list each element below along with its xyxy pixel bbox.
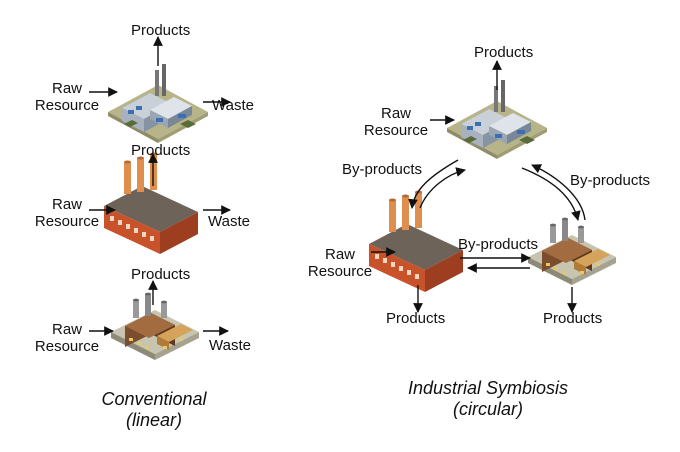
caption-line: Industrial Symbiosis: [407, 378, 569, 398]
conventional-products-2: Products: [131, 142, 191, 159]
conventional-waste-3: Waste: [209, 337, 251, 354]
resource-label: Resource: [34, 213, 100, 230]
symbiosis-top-products: Products: [474, 44, 534, 61]
resource-label: Resource: [363, 122, 429, 139]
byproducts-right-label: By-products: [570, 172, 651, 189]
raw-label: Raw: [324, 246, 355, 263]
raw-label: Raw: [380, 105, 411, 122]
byproducts-left-label: By-products: [342, 161, 423, 178]
conventional-raw-resource-2: Raw Resource: [32, 196, 102, 230]
conventional-raw-resource-1: Raw Resource: [32, 80, 102, 114]
conventional-plant-top: [108, 64, 208, 143]
resource-label: Resource: [307, 263, 373, 280]
conventional-refinery-bottom: [111, 292, 199, 360]
conventional-products-1: Products: [131, 22, 191, 39]
caption-line: Conventional: [101, 389, 207, 409]
raw-label: Raw: [51, 196, 82, 213]
caption-subline: (circular): [453, 399, 523, 419]
symbiosis-plant-top: [447, 80, 547, 159]
raw-label: Raw: [51, 321, 82, 338]
symbiosis-right-products: Products: [543, 310, 603, 327]
symbiosis-left-products: Products: [386, 310, 446, 327]
symbiosis-left-raw-resource: Raw Resource: [302, 246, 378, 280]
resource-label: Resource: [34, 97, 100, 114]
conventional-factory-middle: [104, 152, 198, 254]
conventional-waste-2: Waste: [208, 213, 250, 230]
conventional-caption: Conventional (linear): [64, 389, 244, 431]
caption-subline: (linear): [125, 410, 182, 430]
conventional-waste-1: Waste: [212, 97, 254, 114]
conventional-products-3: Products: [131, 266, 191, 283]
resource-label: Resource: [34, 338, 100, 355]
symbiosis-factory-left: [369, 190, 463, 292]
raw-label: Raw: [51, 80, 82, 97]
symbiosis-refinery-right: [528, 217, 616, 285]
byproducts-bottom-label: By-products: [458, 236, 539, 253]
conventional-raw-resource-3: Raw Resource: [32, 321, 102, 355]
symbiosis-caption: Industrial Symbiosis (circular): [378, 378, 598, 420]
symbiosis-top-raw-resource: Raw Resource: [358, 105, 434, 139]
